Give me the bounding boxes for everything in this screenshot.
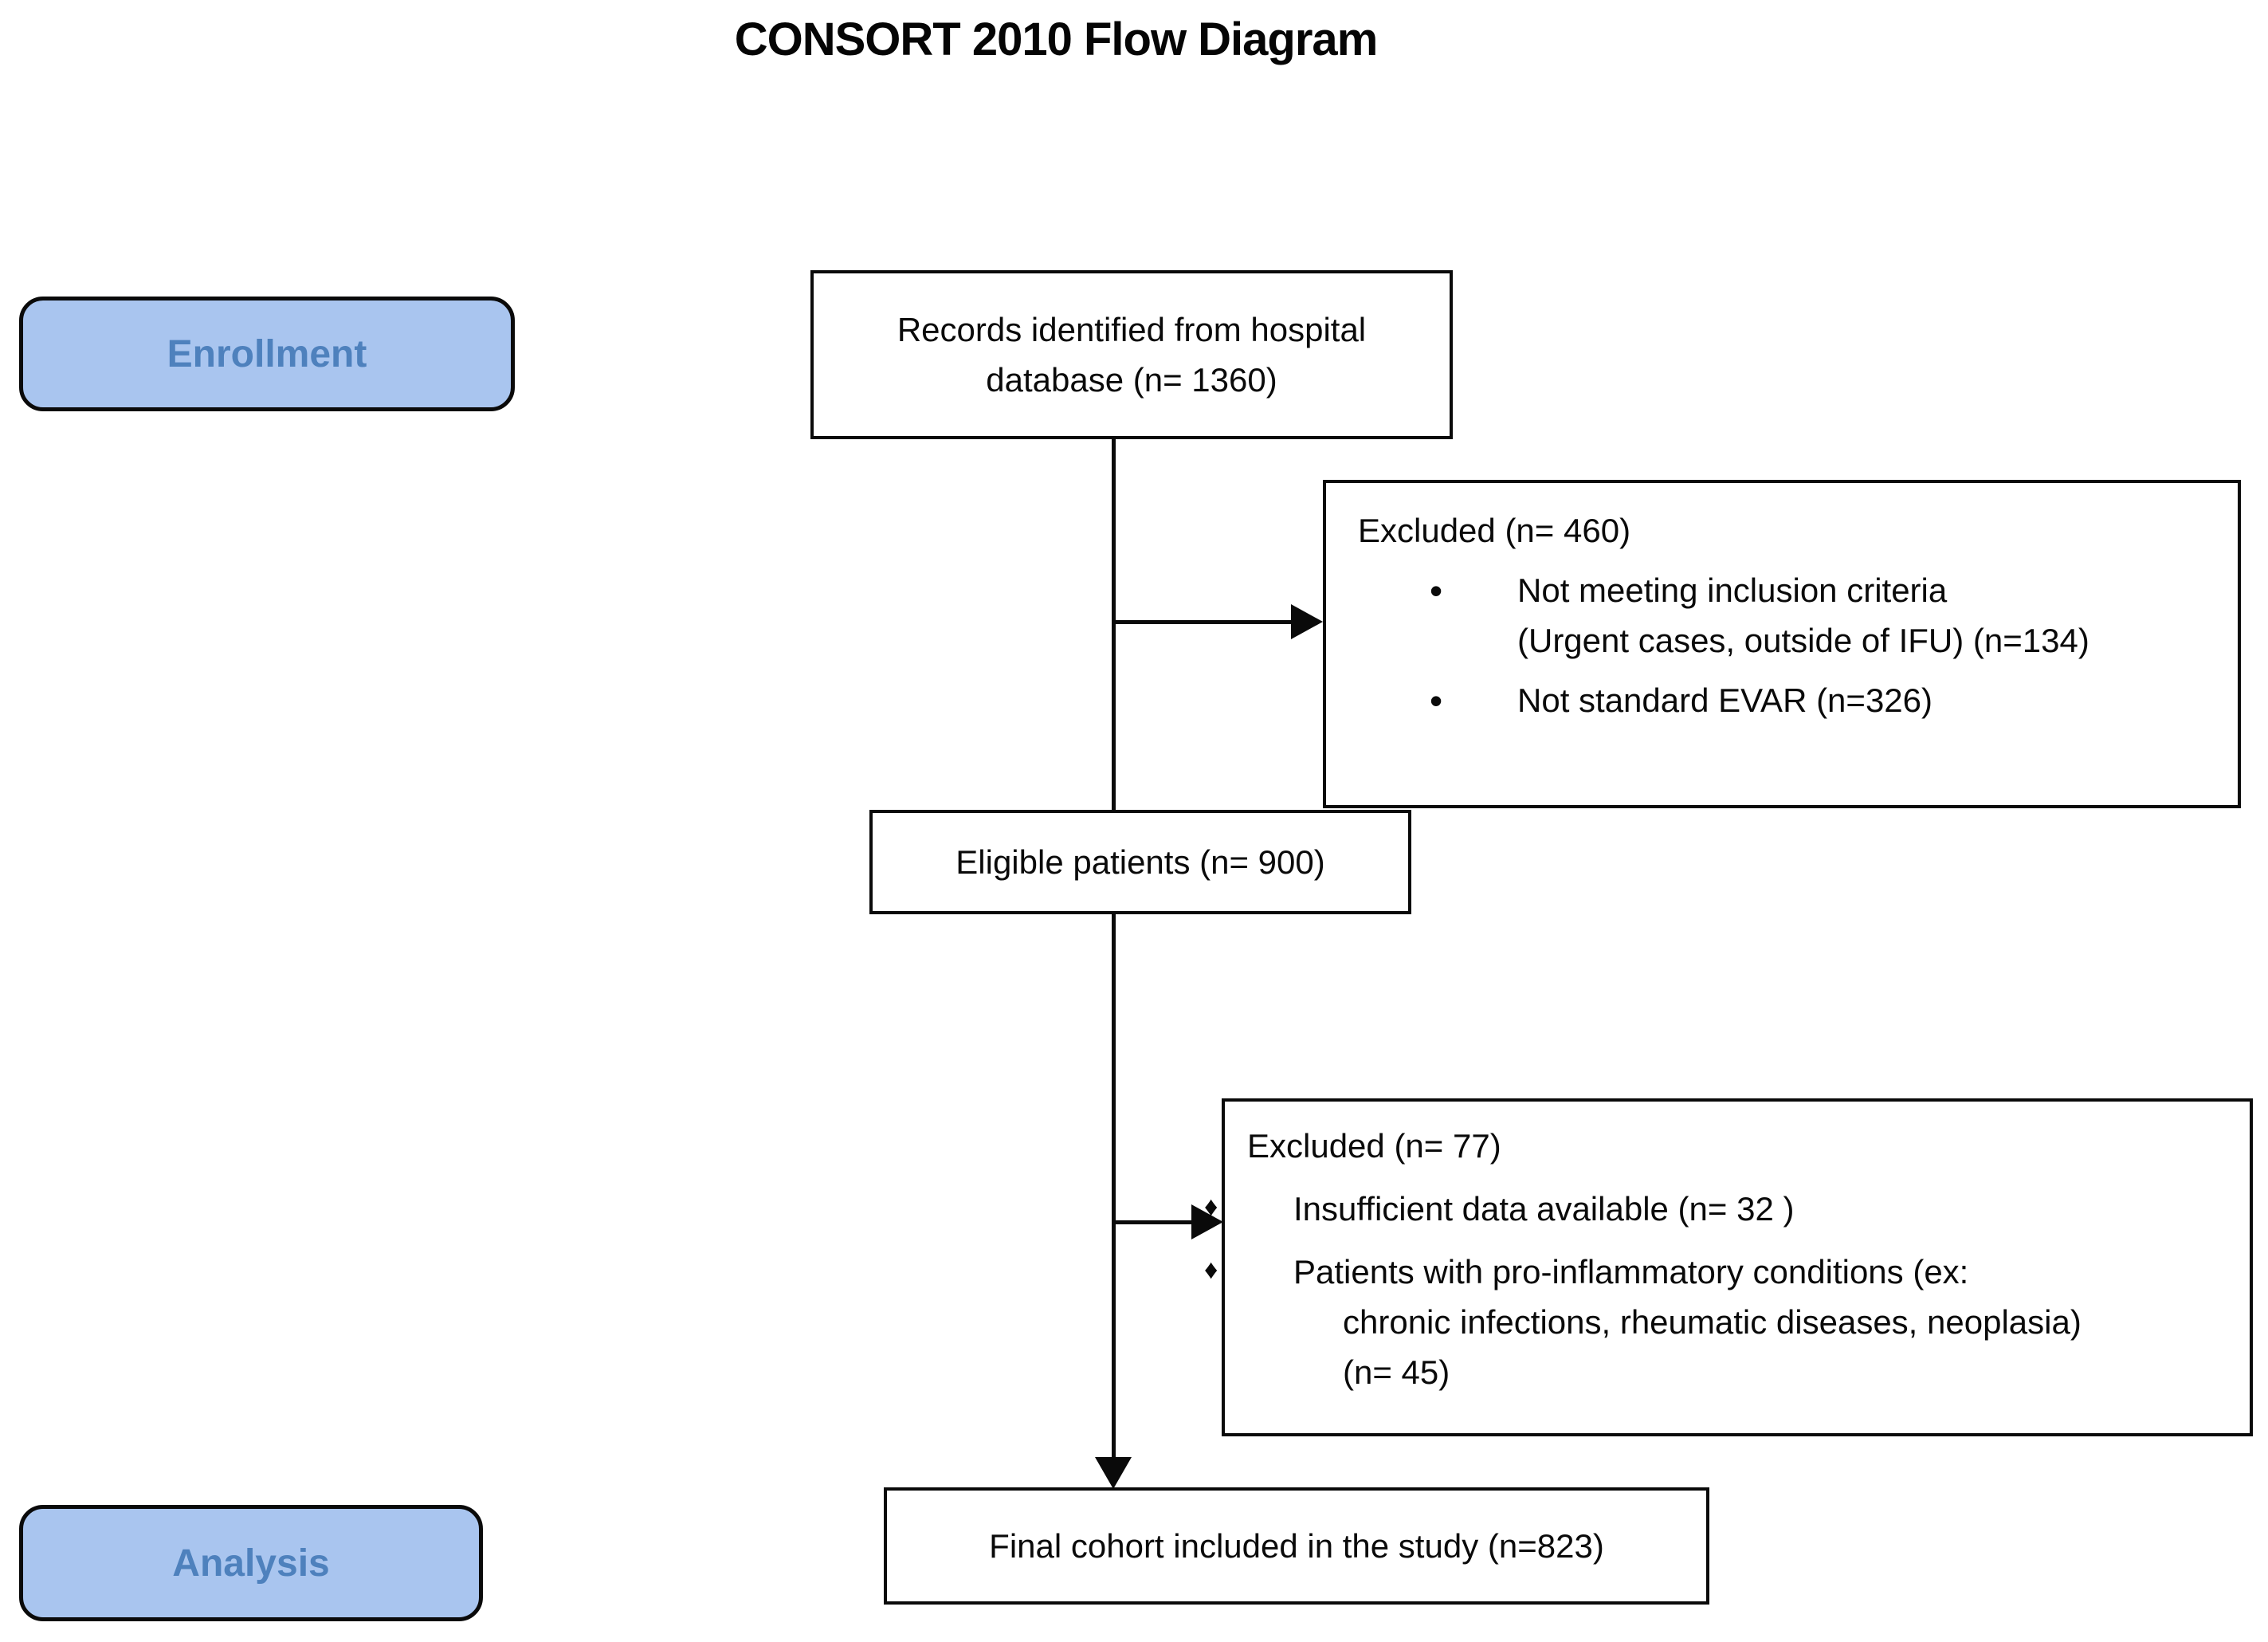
- stage-label-enrollment-text: Enrollment: [167, 332, 367, 375]
- excluded-analysis-box: Excluded (n= 77) Insufficient data avail…: [1222, 1098, 2253, 1436]
- excluded-enrollment-list: Not meeting inclusion criteria (Urgent c…: [1358, 564, 2206, 729]
- arrow-to-excluded-enrollment-line: [1113, 620, 1295, 624]
- list-item: Patients with pro-inflammatory condition…: [1247, 1247, 2221, 1397]
- excluded-enrollment-box: Excluded (n= 460) Not meeting inclusion …: [1323, 480, 2241, 808]
- arrow-to-excluded-analysis-line: [1113, 1220, 1195, 1224]
- final-cohort-text: Final cohort included in the study (n=82…: [989, 1527, 1604, 1565]
- records-identified-box: Records identified from hospital databas…: [810, 270, 1453, 439]
- stage-label-analysis-text: Analysis: [172, 1542, 330, 1585]
- diagram-title: CONSORT 2010 Flow Diagram: [734, 14, 1379, 65]
- list-item: Insufficient data available (n= 32 ): [1247, 1184, 2221, 1234]
- excluded-enrollment-title: Excluded (n= 460): [1358, 512, 1631, 549]
- excluded-analysis-title: Excluded (n= 77): [1247, 1127, 1501, 1165]
- eligible-patients-box: Eligible patients (n= 900): [869, 810, 1411, 914]
- final-cohort-box: Final cohort included in the study (n=82…: [884, 1487, 1709, 1605]
- list-item: Not standard EVAR (n=326): [1358, 674, 2206, 729]
- arrow-to-excluded-analysis-head-icon: [1191, 1204, 1223, 1239]
- arrow-to-excluded-enrollment-head-icon: [1291, 604, 1323, 639]
- excluded-analysis-list: Insufficient data available (n= 32 ) Pat…: [1247, 1184, 2221, 1397]
- eligible-patients-text: Eligible patients (n= 900): [955, 843, 1325, 881]
- records-identified-text: Records identified from hospital databas…: [897, 311, 1367, 399]
- connector-eligible-to-final: [1112, 913, 1116, 1462]
- stage-label-analysis: Analysis: [19, 1505, 483, 1621]
- arrow-to-final-cohort-head-icon: [1095, 1457, 1132, 1489]
- list-item: Not meeting inclusion criteria (Urgent c…: [1358, 564, 2206, 666]
- stage-label-enrollment: Enrollment: [19, 297, 515, 411]
